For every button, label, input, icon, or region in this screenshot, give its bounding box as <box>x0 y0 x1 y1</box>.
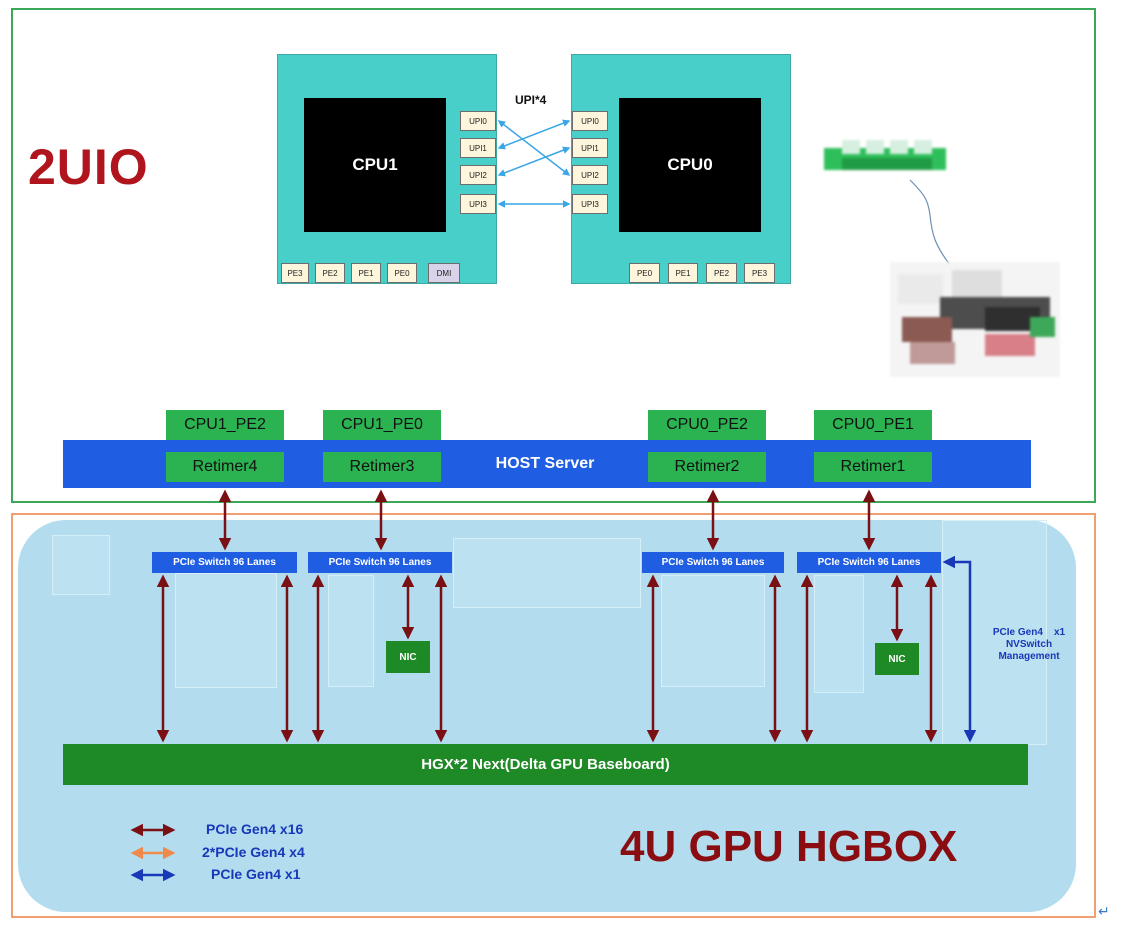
cpu1-upi1-port: UPI1 <box>460 138 496 158</box>
2uio-frame <box>11 8 1096 503</box>
cpu0-pe0-port: PE0 <box>629 263 660 283</box>
legend-x1-label: PCIe Gen4 x1 <box>211 866 301 882</box>
cpu1-core: CPU1 <box>304 98 446 232</box>
hgx-baseboard: HGX*2 Next(Delta GPU Baseboard) <box>63 744 1028 785</box>
cpu1-pe3-port: PE3 <box>281 263 309 283</box>
ghost-box <box>175 573 277 688</box>
4u-gpu-hgbox-label: 4U GPU HGBOX <box>620 822 958 871</box>
cpu0-core: CPU0 <box>619 98 761 232</box>
nvswitch-label-line: PCIe Gen4 x1 <box>992 627 1066 638</box>
nic-left: NIC <box>386 641 430 673</box>
cpu1-dmi-port: DMI <box>428 263 460 283</box>
ghost-box <box>661 575 765 687</box>
cpu1-pe0-port-box: CPU1_PE0 <box>323 410 441 440</box>
nvswitch-label-line: NVSwitch <box>1005 639 1053 650</box>
retimer1-box: Retimer1 <box>814 452 932 482</box>
pcie-switch-3: PCIe Switch 96 Lanes <box>642 552 784 573</box>
nvswitch-management-label: PCIe Gen4 x1 NVSwitch Management <box>978 627 1080 663</box>
nic-right: NIC <box>875 643 919 675</box>
cpu1-pe0-port: PE0 <box>387 263 417 283</box>
retimer3-box: Retimer3 <box>323 452 441 482</box>
cpu0-pe1-port: PE1 <box>668 263 698 283</box>
host-server-label: HOST Server <box>495 455 595 472</box>
paragraph-mark-icon: ↵ <box>1098 903 1110 919</box>
cable-connector-photo <box>890 262 1060 377</box>
ghost-box <box>814 575 864 693</box>
cpu1-pe2-port: PE2 <box>315 263 345 283</box>
retimer4-box: Retimer4 <box>166 452 284 482</box>
legend-x16-label: PCIe Gen4 x16 <box>206 821 304 837</box>
upi-link <box>497 120 571 176</box>
4u-hgbox-frame <box>11 513 1096 918</box>
ghost-box <box>453 538 641 608</box>
upi-link <box>497 119 571 150</box>
cpu1-upi0-port: UPI0 <box>460 111 496 131</box>
nvswitch-label-line: Management <box>998 651 1060 662</box>
riser-card-image <box>824 140 946 170</box>
pcie-switch-2: PCIe Switch 96 Lanes <box>308 552 452 573</box>
retimer2-box: Retimer2 <box>648 452 766 482</box>
ghost-box <box>52 535 110 595</box>
cpu0-upi1-port: UPI1 <box>572 138 608 158</box>
connector-image <box>890 262 1060 377</box>
cpu0-upi0-port: UPI0 <box>572 111 608 131</box>
cpu0-pe3-port: PE3 <box>744 263 775 283</box>
nvswitch-management-link <box>942 555 977 743</box>
cpu0-upi2-port: UPI2 <box>572 165 608 185</box>
cpu0-pe2-port-box: CPU0_PE2 <box>648 410 766 440</box>
ghost-box <box>328 575 374 687</box>
cpu0-pe1-port-box: CPU0_PE1 <box>814 410 932 440</box>
upi-link <box>497 146 571 177</box>
legend-x4-label: 2*PCIe Gen4 x4 <box>202 844 305 860</box>
cpu0-upi3-port: UPI3 <box>572 194 608 214</box>
cpu1-upi3-port: UPI3 <box>460 194 496 214</box>
cpu1-pe1-port: PE1 <box>351 263 381 283</box>
riser-card-photo <box>824 140 946 180</box>
cpu0-pe2-port: PE2 <box>706 263 737 283</box>
pcie-switch-4: PCIe Switch 96 Lanes <box>797 552 941 573</box>
cpu1-upi2-port: UPI2 <box>460 165 496 185</box>
upi-count-label: UPI*4 <box>515 93 547 107</box>
2uio-label: 2UIO <box>28 139 149 195</box>
pcie-switch-1: PCIe Switch 96 Lanes <box>152 552 297 573</box>
cpu1-pe2-port-box: CPU1_PE2 <box>166 410 284 440</box>
